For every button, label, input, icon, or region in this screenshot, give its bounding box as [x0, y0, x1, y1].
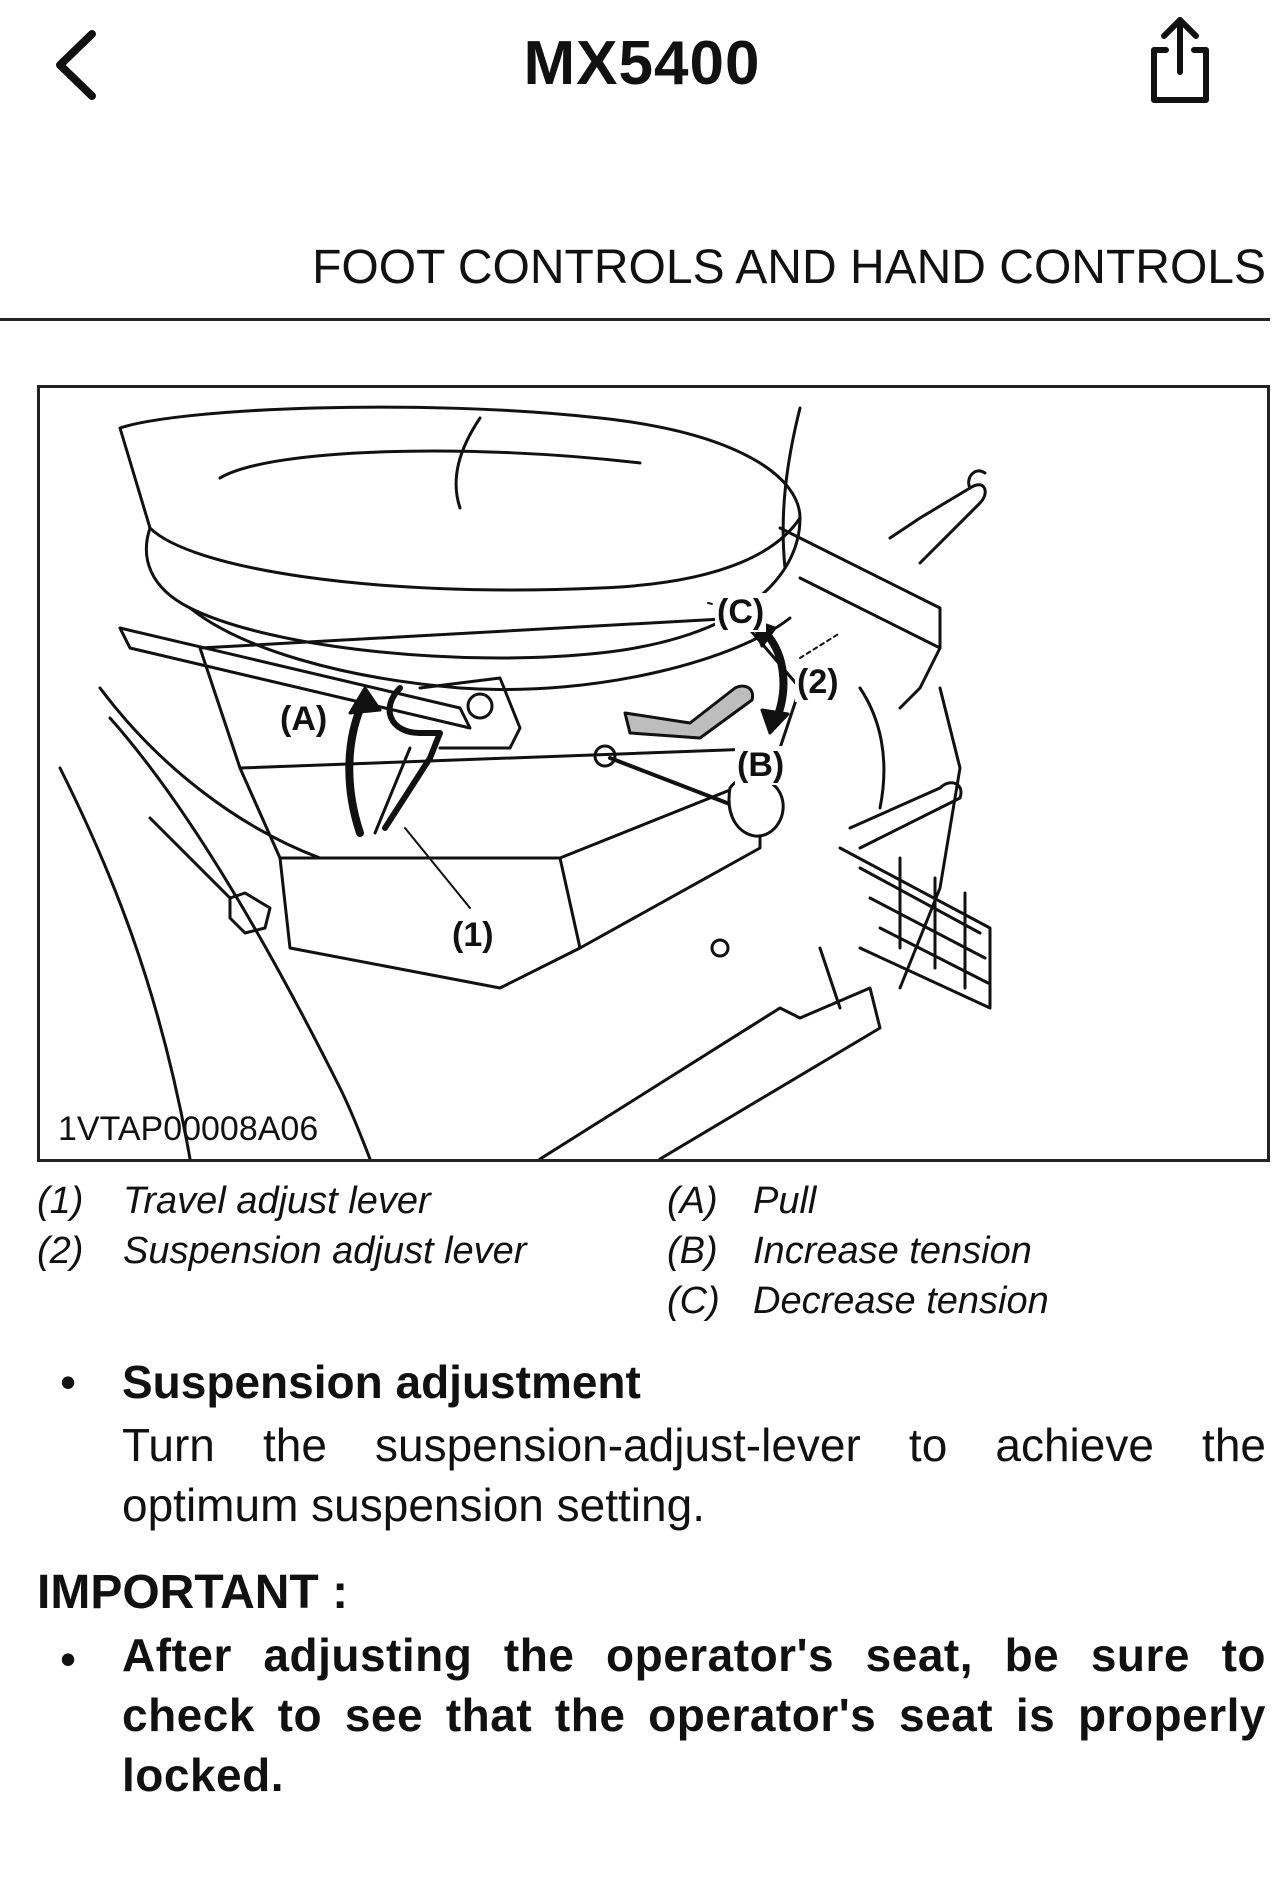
chevron-left-icon [56, 30, 96, 100]
callout-C: (C) [715, 593, 767, 632]
figure-code: 1VTAP00008A06 [58, 1110, 319, 1148]
legend-text-B: Increase tension [753, 1230, 1032, 1272]
section-divider [0, 318, 1270, 321]
suspension-title: Suspension adjustment [122, 1356, 641, 1408]
page-title: MX5400 [523, 29, 761, 98]
callout-A: (A) [278, 700, 330, 739]
suspension-body: Turn the suspension-adjust-lever to achi… [122, 1419, 1266, 1531]
important-bullet: • [60, 1633, 77, 1685]
section-header: FOOT CONTROLS AND HAND CONTROLS [312, 241, 1266, 294]
callout-2: (2) [795, 663, 841, 702]
legend-text-2: Suspension adjust lever [123, 1230, 527, 1272]
important-body: After adjusting the operator's seat, be … [122, 1629, 1266, 1801]
back-button[interactable] [48, 28, 108, 102]
share-icon [1151, 17, 1209, 103]
seat-illustration [58, 405, 992, 1159]
legend-key-A: (A) [667, 1180, 718, 1222]
nav-bar: MX5400 [0, 0, 1284, 130]
legend-key-1: (1) [37, 1180, 84, 1222]
share-button[interactable] [1140, 14, 1220, 106]
legend-text-C: Decrease tension [753, 1280, 1049, 1322]
legend-text-1: Travel adjust lever [123, 1180, 431, 1222]
legend-text-A: Pull [753, 1180, 817, 1222]
callout-B: (B) [735, 746, 787, 785]
callout-1: (1) [450, 916, 496, 955]
legend-key-2: (2) [37, 1230, 84, 1272]
important-label: IMPORTANT : [37, 1566, 349, 1619]
seat-adjustment-figure: (A) (C) (2) (B) (1) 1VTAP00008A06 [37, 385, 1270, 1162]
bullet-point: • [60, 1356, 77, 1408]
legend-key-C: (C) [667, 1280, 720, 1322]
legend-key-B: (B) [667, 1230, 718, 1272]
